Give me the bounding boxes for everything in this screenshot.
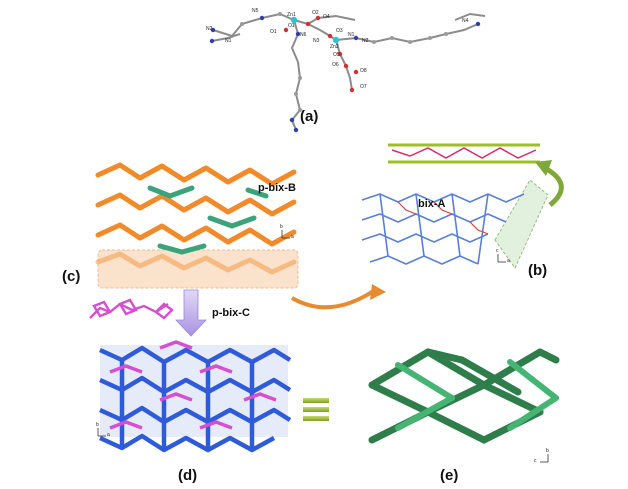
- panel-d-structure: [99, 340, 292, 453]
- axis-letter-c-b: b: [280, 224, 283, 230]
- equals-bar-3: [303, 416, 329, 421]
- atom-label-o8: O8: [360, 68, 367, 74]
- arrow-top-to-b-head: [535, 160, 552, 176]
- axis-letter-d-b: b: [96, 422, 99, 428]
- panel-label-a: (a): [300, 108, 319, 125]
- atom-label-o1: O1: [288, 23, 295, 29]
- label-bix-a: bix-A: [418, 198, 446, 210]
- atom-label-n2-2: N2: [206, 26, 213, 32]
- axis-triad-d: [97, 428, 106, 437]
- label-p-bix-b: p-bix-B: [258, 182, 296, 194]
- atom-label-o1-2: O1: [270, 29, 277, 35]
- axis-letter-b-c: c: [496, 248, 499, 254]
- atom-label-o4: O4: [323, 14, 330, 20]
- axis-triad-b: [497, 254, 506, 263]
- atom-label-o5: O5: [333, 52, 340, 58]
- atom-label-n6: N6: [300, 32, 307, 38]
- panel-label-d: (d): [178, 467, 198, 484]
- panel-label-e: (e): [440, 467, 459, 484]
- panel-e-topology: [368, 348, 560, 444]
- arrow-b-to-c-head: [370, 284, 386, 300]
- atom-label-o6: O6: [332, 62, 339, 68]
- axis-letter-b-a: a: [507, 258, 510, 264]
- panel-c-structure: [95, 162, 299, 289]
- panel-b-structure: [361, 143, 549, 269]
- panel-label-c: (c): [62, 268, 81, 285]
- atom-label-zn1: Zn1: [287, 12, 296, 18]
- equals-bar-2: [303, 407, 329, 412]
- axis-letter-c-a: a: [291, 234, 294, 240]
- atom-label-n5: N5: [252, 8, 259, 14]
- atom-label-o2: O2: [312, 10, 319, 16]
- atom-label-o3: O3: [336, 28, 343, 34]
- axis-triad-c: [281, 230, 290, 239]
- axis-letter-e-c: c: [534, 458, 537, 464]
- p-bix-c-molecule: [89, 298, 174, 320]
- axis-letter-e-b: b: [546, 448, 549, 454]
- arrow-top-to-b: [543, 165, 564, 207]
- axis-letter-d-a: a: [107, 432, 110, 438]
- atom-label-n2: N2: [362, 38, 369, 44]
- panel-label-b: (b): [528, 262, 548, 279]
- atom-label-zn2: Zn2: [330, 44, 339, 50]
- arrow-c-to-d: [175, 289, 207, 337]
- atom-label-n1: N1: [348, 32, 355, 38]
- atom-label-o7: O7: [360, 84, 367, 90]
- atom-label-n1-2: N1: [225, 38, 232, 44]
- axis-triad-e: [540, 454, 549, 463]
- label-p-bix-c: p-bix-C: [212, 307, 250, 319]
- equals-bar-1: [303, 398, 329, 403]
- atom-label-n3: N3: [313, 38, 320, 44]
- arrow-b-to-c: [290, 288, 377, 310]
- atom-label-n4: N4: [462, 18, 469, 24]
- panel-a-atoms: [209, 12, 481, 133]
